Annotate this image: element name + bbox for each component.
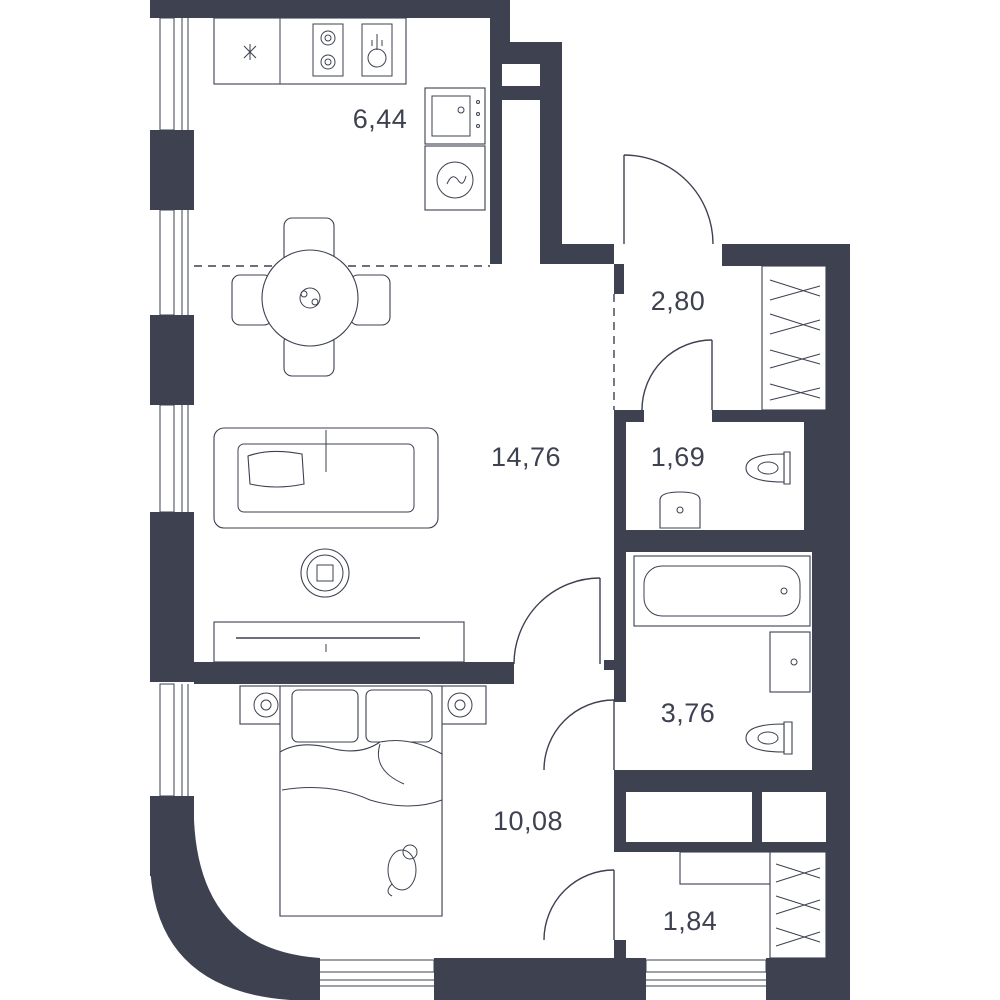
bathroom-fixtures <box>633 555 811 755</box>
washing-machine-icon <box>424 145 486 211</box>
wc-fixtures <box>659 451 791 529</box>
wardrobe <box>761 265 827 411</box>
cooktop-icon <box>312 23 344 77</box>
walls <box>150 0 850 1000</box>
doors <box>513 154 714 941</box>
sofa <box>213 427 439 529</box>
hallway-area-label: 2,80 <box>651 286 706 316</box>
sink-icon <box>243 44 257 60</box>
bedroom-area-label: 10,08 <box>493 806 563 836</box>
faucet-icon <box>361 23 393 77</box>
bed <box>239 685 487 917</box>
coffee-table <box>300 548 350 598</box>
storage-area-label: 1,84 <box>663 906 718 936</box>
kitchen-counter <box>213 17 407 85</box>
kitchen-area-label: 6,44 <box>353 104 408 134</box>
storage-fixtures <box>679 851 827 959</box>
cat-icon <box>387 844 418 897</box>
area-labels: 6,44 2,80 1,69 14,76 3,76 10,08 1,84 <box>353 104 718 936</box>
windows-left <box>159 17 189 797</box>
tv-unit <box>213 621 465 663</box>
bathroom-area-label: 3,76 <box>661 698 716 728</box>
dining-table <box>231 217 391 377</box>
wc-area-label: 1,69 <box>651 442 706 472</box>
kitchen <box>213 17 486 211</box>
oven-icon <box>424 87 486 145</box>
living-room-area-label: 14,76 <box>491 442 561 472</box>
windows-bottom <box>313 959 767 987</box>
